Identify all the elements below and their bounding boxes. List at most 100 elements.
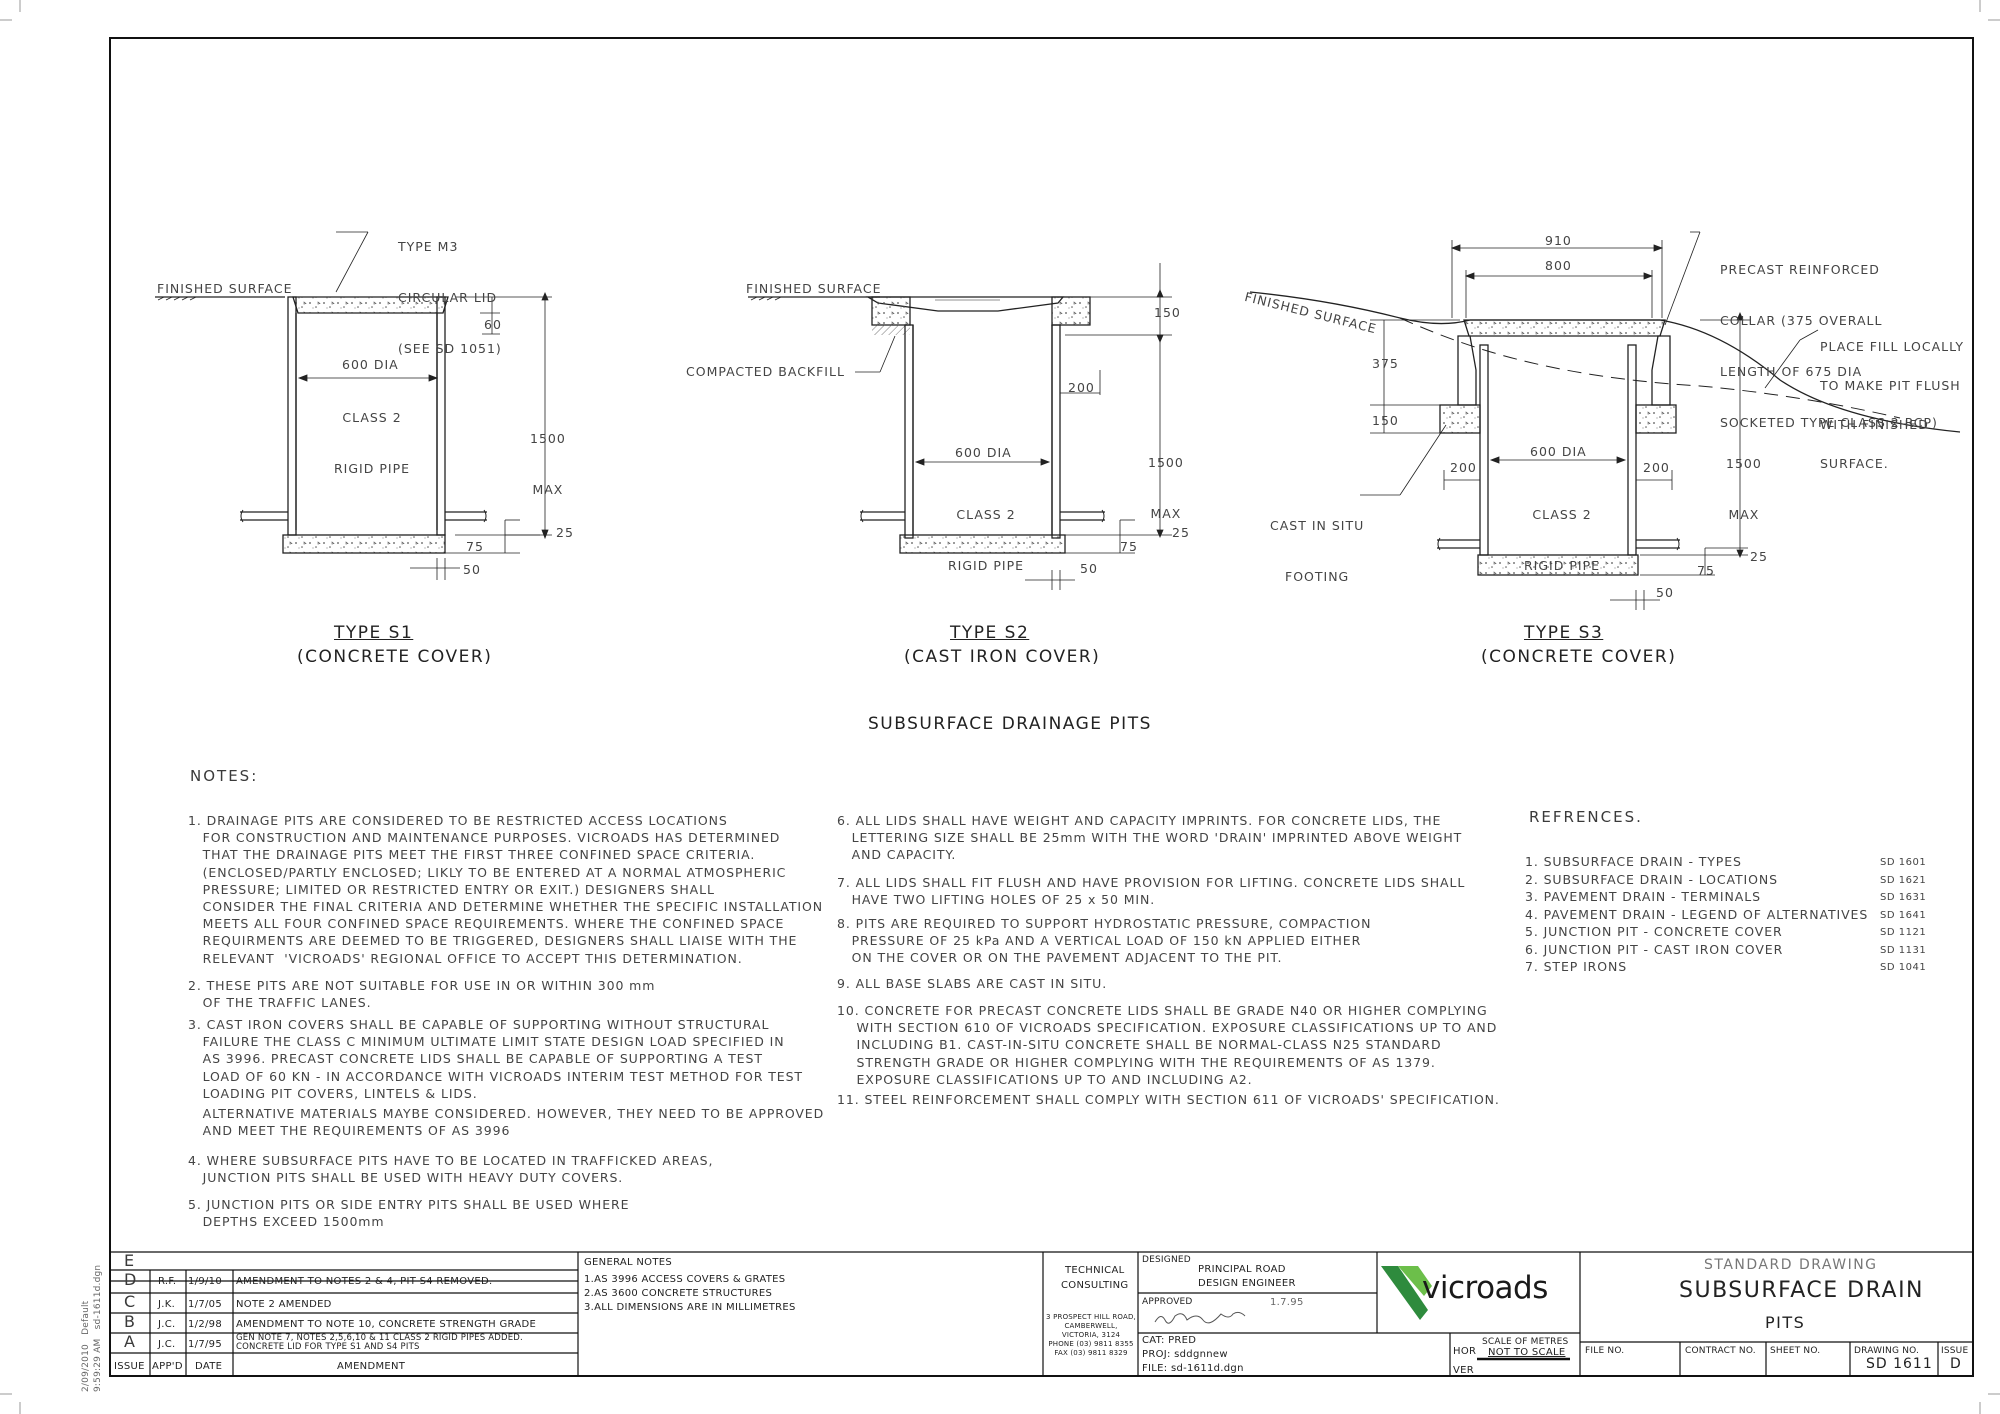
s2-dim-200: 200 xyxy=(1068,380,1095,395)
ref-item: 3. PAVEMENT DRAIN - TERMINALS SD 1631 xyxy=(1525,888,1935,906)
file-line: FILE: sd-1611d.dgn xyxy=(1142,1363,1244,1374)
s1-dim-60: 60 xyxy=(484,317,502,332)
s3-dim-150: 150 xyxy=(1372,413,1399,428)
s3-class-line1: CLASS 2 xyxy=(1532,507,1592,522)
s3-dim-800: 800 xyxy=(1545,258,1572,273)
note-7: 7. ALL LIDS SHALL FIT FLUSH AND HAVE PRO… xyxy=(837,875,1466,908)
general-note-3: 3.ALL DIMENSIONS ARE IN MILLIMETRES xyxy=(584,1302,796,1313)
s2-type-title: TYPE S2 xyxy=(950,623,1030,643)
ref-item: 4. PAVEMENT DRAIN - LEGEND OF ALTERNATIV… xyxy=(1525,906,1935,924)
scale-title: SCALE OF METRES xyxy=(1482,1337,1569,1347)
ref-label: 2. SUBSURFACE DRAIN - LOCATIONS xyxy=(1525,871,1778,887)
note-5: 5. JUNCTION PITS OR SIDE ENTRY PITS SHAL… xyxy=(188,1197,630,1230)
issue-row-d-date: 1/9/10 xyxy=(188,1276,222,1287)
note-1: 1. DRAINAGE PITS ARE CONSIDERED TO BE RE… xyxy=(188,813,823,966)
approved-label: APPROVED xyxy=(1142,1297,1193,1307)
s3-dim-200-left: 200 xyxy=(1450,460,1477,475)
designed-line2: DESIGN ENGINEER xyxy=(1198,1278,1296,1289)
s2-dim-50: 50 xyxy=(1080,561,1098,576)
s2-dim-25: 25 xyxy=(1172,525,1190,540)
signature xyxy=(1154,1311,1246,1324)
s1-lid-note-line2: CIRCULAR LID xyxy=(398,290,498,305)
ref-code: SD 1631 xyxy=(1880,892,1927,903)
s1-dim-50: 50 xyxy=(463,562,481,577)
tc-line1: TECHNICAL xyxy=(1065,1265,1125,1276)
s3-depth-max: MAX xyxy=(1728,507,1760,522)
s3-pipe-dia: 600 DIA xyxy=(1530,444,1587,459)
issue-row-b-date: 1/2/98 xyxy=(188,1319,222,1330)
type-s2-drawing xyxy=(748,263,1172,590)
s2-class-line2: RIGID PIPE xyxy=(948,558,1025,573)
side-stamp-line1: 2/09/2010 Default xyxy=(81,1300,91,1392)
general-notes-title: GENERAL NOTES xyxy=(584,1257,673,1268)
issue-row-a-appd: J.C. xyxy=(158,1339,176,1350)
designed-label: DESIGNED xyxy=(1142,1255,1191,1265)
s3-pipe-class: CLASS 2 RIGID PIPE xyxy=(1524,472,1600,591)
drawing-title: SUBSURFACE DRAIN xyxy=(1679,1278,1925,1303)
ref-label: 5. JUNCTION PIT - CONCRETE COVER xyxy=(1525,924,1783,939)
note-4: 4. WHERE SUBSURFACE PITS HAVE TO BE LOCA… xyxy=(188,1153,714,1186)
issue-row-d-letter: D xyxy=(124,1270,138,1289)
ref-code: SD 1621 xyxy=(1880,874,1927,886)
main-title: SUBSURFACE DRAINAGE PITS xyxy=(868,714,1152,734)
address-line1: 3 PROSPECT HILL ROAD, xyxy=(1046,1313,1136,1321)
issue-row-c-amend: NOTE 2 AMENDED xyxy=(236,1299,332,1310)
s3-footing-line1: CAST IN SITU xyxy=(1270,518,1365,533)
ref-label: 1. SUBSURFACE DRAIN - TYPES xyxy=(1525,854,1742,869)
note-10: 10. CONCRETE FOR PRECAST CONCRETE LIDS S… xyxy=(837,1003,1498,1087)
s1-depth-max: MAX xyxy=(532,482,564,497)
s2-backfill-label: COMPACTED BACKFILL xyxy=(686,364,845,379)
ref-label: 3. PAVEMENT DRAIN - TERMINALS xyxy=(1525,889,1761,904)
issue-row-a-amend: GEN NOTE 7, NOTES 2,5,6,10 & 11 CLASS 2 … xyxy=(236,1333,523,1352)
vicroads-logo-mark xyxy=(1381,1266,1432,1320)
s3-fill-line4: SURFACE. xyxy=(1820,456,1889,471)
hdr-date: DATE xyxy=(195,1361,223,1372)
s3-fill-line3: WITH FINISHED xyxy=(1820,417,1929,432)
ref-code: SD 1041 xyxy=(1880,962,1927,973)
file-no-label: FILE NO. xyxy=(1585,1346,1625,1356)
s2-dim-75: 75 xyxy=(1120,539,1138,554)
ref-item: 1. SUBSURFACE DRAIN - TYPES SD 1601 xyxy=(1525,853,1935,871)
type-s3-drawing xyxy=(1249,231,1961,610)
notes-title: NOTES: xyxy=(190,767,259,785)
type-s1-drawing xyxy=(155,231,552,580)
issue-row-b-amend: AMENDMENT TO NOTE 10, CONCRETE STRENGTH … xyxy=(236,1319,537,1330)
ref-item: 5. JUNCTION PIT - CONCRETE COVER SD 1121 xyxy=(1525,923,1935,941)
issue-row-a-date: 1/7/95 xyxy=(188,1339,222,1350)
hdr-amendment: AMENDMENT xyxy=(337,1361,406,1372)
note-3: 3. CAST IRON COVERS SHALL BE CAPABLE OF … xyxy=(188,1017,803,1101)
ref-item: 2. SUBSURFACE DRAIN - LOCATIONS SD 1621 xyxy=(1525,871,1935,889)
s3-fill-note: PLACE FILL LOCALLY TO MAKE PIT FLUSH WIT… xyxy=(1820,314,1964,483)
general-note-1: 1.AS 3996 ACCESS COVERS & GRATES xyxy=(584,1274,786,1285)
s3-cover: (CONCRETE COVER) xyxy=(1481,647,1677,667)
s3-collar-line2: COLLAR (375 OVERALL xyxy=(1720,313,1883,328)
ref-label: 4. PAVEMENT DRAIN - LEGEND OF ALTERNATIV… xyxy=(1525,906,1869,922)
s2-cover: (CAST IRON COVER) xyxy=(904,647,1101,667)
s2-depth: 1500 MAX xyxy=(1148,420,1184,539)
ref-code: SD 1131 xyxy=(1880,944,1927,956)
hor-label: HOR xyxy=(1453,1346,1477,1357)
designed-line1: PRINCIPAL ROAD xyxy=(1198,1264,1286,1275)
note-8: 8. PITS ARE REQUIRED TO SUPPORT HYDROSTA… xyxy=(837,916,1372,966)
s2-surface-label: FINISHED SURFACE xyxy=(746,281,882,296)
s3-class-line2: RIGID PIPE xyxy=(1524,558,1601,573)
s3-type-title: TYPE S3 xyxy=(1524,623,1604,643)
s1-dim-25: 25 xyxy=(556,525,574,540)
current-issue: D xyxy=(1950,1356,1962,1372)
title-block-frame xyxy=(110,1251,1973,1376)
s3-depth: 1500 MAX xyxy=(1726,421,1762,540)
ref-code: SD 1121 xyxy=(1880,927,1927,938)
sheet-border xyxy=(109,37,1974,1377)
ref-code: SD 1601 xyxy=(1880,857,1927,868)
issue-row-a-letter: A xyxy=(124,1332,136,1351)
s3-dim-50: 50 xyxy=(1656,585,1674,600)
s2-depth-max: MAX xyxy=(1150,506,1182,521)
s1-lid-note: TYPE M3 CIRCULAR LID (SEE SD 1051) xyxy=(398,204,502,374)
s1-pipe-class: CLASS 2 RIGID PIPE xyxy=(334,375,410,494)
note-2: 2. THESE PITS ARE NOT SUITABLE FOR USE I… xyxy=(188,978,656,1011)
s1-pipe-dia: 600 DIA xyxy=(342,357,399,372)
s1-lid-note-line1: TYPE M3 xyxy=(398,239,459,254)
issue-row-d-amend: AMENDMENT TO NOTES 2 & 4, PIT S4 REMOVED… xyxy=(236,1276,493,1287)
